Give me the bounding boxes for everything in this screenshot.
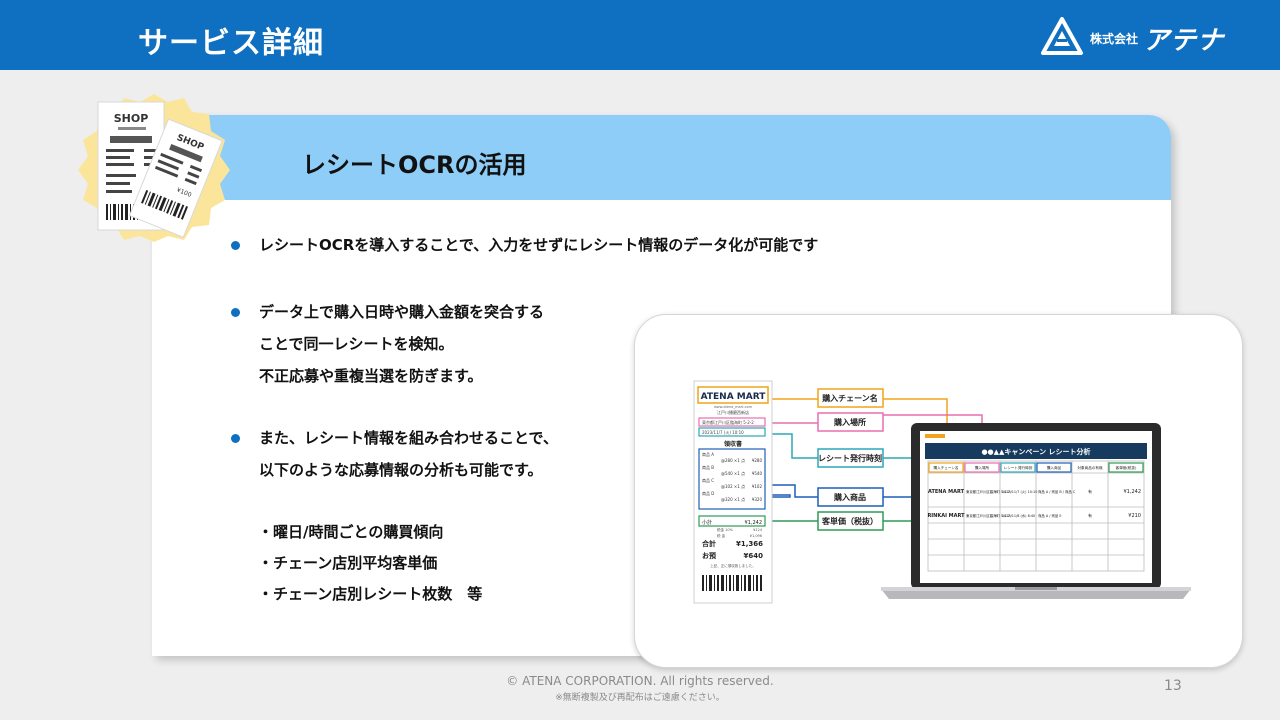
analysis-screen: ●●▲▲キャンペーン レシート分析 購入チェーン名 購入場所 レシ [925, 434, 1147, 572]
screen-cell-price: ¥210 [1128, 513, 1141, 519]
sub-item: ・曜日/時間ごとの購買傾向 [258, 523, 444, 541]
screen-cell-chain: ATENA MART [928, 489, 965, 495]
sub-item: ・チェーン店別平均客単価 [258, 554, 438, 572]
screen-col-header: 対象商品の有無 [1077, 465, 1103, 470]
screen-cell-time: 2023/11/7 (火) 10:10 [1002, 489, 1037, 494]
receipt-deposit: ¥640 [744, 552, 764, 560]
receipt-item-detail: @320 ×1 点 [721, 496, 745, 502]
bullet-text: 以下のような応募情報の分析も可能です。 [259, 461, 543, 479]
screen-cell-items: 商品 A / 商品 E [1038, 513, 1061, 518]
label-items: 購入商品 [833, 492, 866, 502]
receipt-tax-label: 税 金 [717, 533, 726, 538]
receipt-item-name: 商品 D [702, 490, 714, 496]
label-chain: 購入チェーン名 [821, 393, 878, 403]
receipt-item-price: ¥320 [752, 497, 763, 502]
header-bar: サービス詳細 株式会社 アテナ [0, 0, 1280, 70]
screen-col-header: 購入場所 [975, 465, 990, 470]
receipt-deposit-label: お預 [702, 551, 717, 560]
atena-logo-icon [1041, 17, 1083, 55]
receipt-subtotal: ¥1,242 [745, 520, 763, 526]
screen-col-header: 購入チェーン名 [934, 465, 959, 470]
receipt-url: www.atena_mart.com [714, 405, 753, 409]
receipt-thanks: 上記、正に領収致しました。 [710, 563, 756, 568]
bullet-text: レシートOCRを導入することで、入力をせずにレシート情報のデータ化が可能です [259, 236, 819, 254]
bullet-text: 不正応募や重複当選を防ぎます。 [259, 367, 483, 385]
page-number: 13 [1164, 678, 1182, 694]
card-title: レシートOCRの活用 [302, 151, 527, 179]
receipt-total-label: 合計 [701, 539, 716, 548]
bullet-dot-icon [231, 434, 240, 443]
logo-text-small: 株式会社 [1090, 32, 1139, 46]
receipt-item-price: ¥102 [752, 484, 763, 489]
receipt-tax: ¥124 [753, 528, 763, 532]
receipt-branch: 江戸川播磨西新店 [717, 409, 749, 415]
screen-cell-price: ¥1,242 [1124, 489, 1142, 495]
label-unit-price: 客単価（税抜） [821, 516, 878, 526]
screen-cell-time: 2023/11/8 (水) 8:40 [1002, 513, 1035, 518]
receipt-item-price: ¥280 [752, 458, 763, 463]
page-title: サービス詳細 [138, 26, 324, 61]
receipt-tax: ¥1,096 [750, 534, 762, 538]
receipt-item-detail: @102 ×1 点 [721, 483, 745, 489]
receipt-store: ATENA MART [701, 392, 767, 402]
screen-title: ●●▲▲キャンペーン レシート分析 [981, 447, 1090, 456]
copy-notice: ※無断複製及び再配布はご遠慮ください。 [555, 693, 725, 703]
receipt-paper: ATENA MART www.atena_mart.com 江戸川播磨西新店 東… [693, 380, 773, 604]
screen-cell-place: 東京都江戸川区臨海町 5-2-2 [966, 513, 1010, 518]
company-logo: 株式会社 アテナ [1040, 16, 1245, 56]
screen-cell-chain: RINKAI MART [927, 513, 965, 519]
receipt-total: ¥1,366 [736, 540, 763, 548]
label-time: レシート発行時刻 [818, 453, 882, 463]
screen-cell-flag: 有 [1088, 512, 1092, 518]
bullet-text: データ上で購入日時や購入金額を突合する [259, 303, 545, 321]
bullet-dot-icon [231, 241, 240, 250]
receipt-item-name: 商品 C [702, 477, 714, 483]
bullet-text: また、レシート情報を組み合わせることで、 [259, 429, 558, 447]
receipt-item-price: ¥540 [752, 471, 763, 476]
receipt-header: 領収書 [723, 440, 742, 448]
screen-cell-items: 商品 A / 商品 B / 商品 C [1038, 489, 1076, 494]
screen-col-header: 購入商品 [1047, 465, 1062, 470]
screen-col-header: 客単価(税抜) [1116, 465, 1137, 470]
barcode-icon [702, 575, 762, 591]
sub-item: ・チェーン店別レシート枚数 等 [258, 585, 483, 603]
screen-col-header: レシート発行時刻 [1004, 465, 1033, 470]
receipt-icon: SHOP ¥0 SHOP ¥100 [78, 94, 230, 242]
receipt-item-name: 商品 B [702, 464, 714, 470]
bullet-text: ことで同一レシートを検知。 [259, 335, 454, 353]
receipt-address: 東京都江戸川区臨海町 5-2-2 [702, 419, 754, 425]
screen-cell-place: 東京都江戸川区臨海町 5-2-2 [966, 489, 1010, 494]
receipt-item-name: 商品 A [702, 451, 714, 457]
bullet-dot-icon [231, 308, 240, 317]
receipt-subtotal-label: 小計 [702, 519, 712, 526]
receipt-tax-label: 税金 10% [717, 527, 734, 532]
logo-text-big: アテナ [1143, 26, 1225, 56]
receipt-datetime: 2023/11/7 (火) 10:10 [702, 430, 744, 435]
screen-cell-flag: 有 [1088, 488, 1092, 494]
receipt-item-detail: @280 ×1 点 [721, 457, 745, 463]
ocr-diagram: ATENA MART www.atena_mart.com 江戸川播磨西新店 東… [693, 380, 1191, 604]
sticker-shop-label-1: SHOP [114, 112, 149, 125]
card-header: レシートOCRの活用 [152, 115, 1171, 200]
ocr-illustration: ATENA MART www.atena_mart.com 江戸川播磨西新店 東… [634, 314, 1243, 668]
copyright: © ATENA CORPORATION. All rights reserved… [506, 674, 774, 688]
receipt-item-detail: @540 ×1 点 [721, 470, 745, 476]
label-place: 購入場所 [833, 417, 866, 427]
receipt-sticker: SHOP ¥0 SHOP ¥100 [72, 92, 237, 242]
